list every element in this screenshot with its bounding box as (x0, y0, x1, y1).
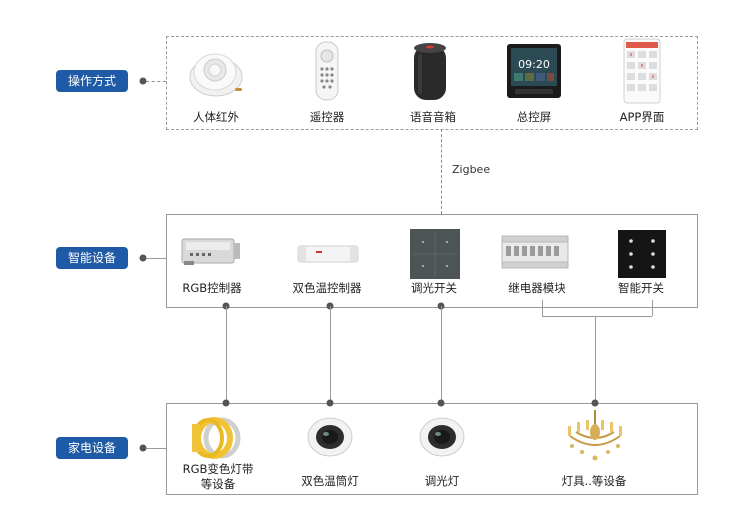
link-line (441, 306, 442, 403)
operation-item-label: 人体红外 (193, 110, 239, 124)
remote-control-icon (315, 41, 339, 101)
zigbee-label: Zigbee (452, 163, 491, 176)
appliances-box (166, 403, 698, 495)
rgb-controller-icon (181, 238, 240, 265)
relay-module-icon (501, 235, 569, 269)
smart-device-label: 智能开关 (618, 281, 664, 295)
app-screen-icon (623, 38, 661, 104)
appliance-label: 灯具..等设备 (561, 474, 627, 488)
appliance-label: 双色温筒灯 (301, 474, 359, 488)
smart-device-label: 双色温控制器 (292, 281, 362, 295)
section-label-smart-devices: 智能设备 (56, 247, 128, 269)
dimmer-switch-icon (410, 229, 460, 279)
operation-box (166, 36, 698, 130)
dual-color-controller-icon (297, 245, 359, 263)
operation-item-label: 遥控器 (309, 110, 345, 124)
smart-switch-icon (618, 230, 666, 278)
appliance-label: RGB变色灯带 等设备 (163, 462, 273, 492)
dimmable-light-icon (419, 417, 465, 457)
connector-dot (326, 399, 334, 407)
connector-dot (139, 254, 147, 262)
connector-line (146, 448, 166, 449)
smart-device-label: RGB控制器 (182, 281, 242, 295)
link-line (652, 300, 653, 316)
operation-item-label: APP界面 (619, 110, 665, 124)
section-label-appliances: 家电设备 (56, 437, 128, 459)
connector-dot (139, 444, 147, 452)
connector-dot (139, 77, 147, 85)
smart-speaker-icon (414, 43, 446, 100)
operation-item-label: 总控屏 (516, 110, 552, 124)
smart-device-label: 继电器模块 (508, 281, 566, 295)
appliance-label-line: 等设备 (200, 477, 236, 491)
smart-device-label: 调光开关 (411, 281, 457, 295)
smart-devices-box (166, 214, 698, 308)
connector-dot (222, 399, 230, 407)
led-strip-icon (192, 417, 241, 459)
connector-line (146, 258, 166, 259)
zigbee-link-line (441, 129, 442, 214)
svg-text:09:20: 09:20 (518, 58, 550, 71)
link-line (542, 300, 543, 316)
control-screen-icon: 09:20 (507, 44, 561, 98)
link-line (226, 306, 227, 403)
operation-item-label: 语音音箱 (410, 110, 456, 124)
link-line (542, 316, 652, 317)
downlight-icon (307, 417, 353, 457)
link-line (330, 306, 331, 403)
link-line (595, 316, 596, 403)
chandelier-icon (568, 410, 622, 461)
section-label-operation: 操作方式 (56, 70, 128, 92)
connector-dot (437, 399, 445, 407)
appliance-label: 调光灯 (424, 474, 460, 488)
appliance-label-line: RGB变色灯带 (182, 462, 254, 476)
connector-dot (591, 399, 599, 407)
connector-line (146, 81, 166, 82)
motion-sensor-icon (189, 53, 243, 97)
